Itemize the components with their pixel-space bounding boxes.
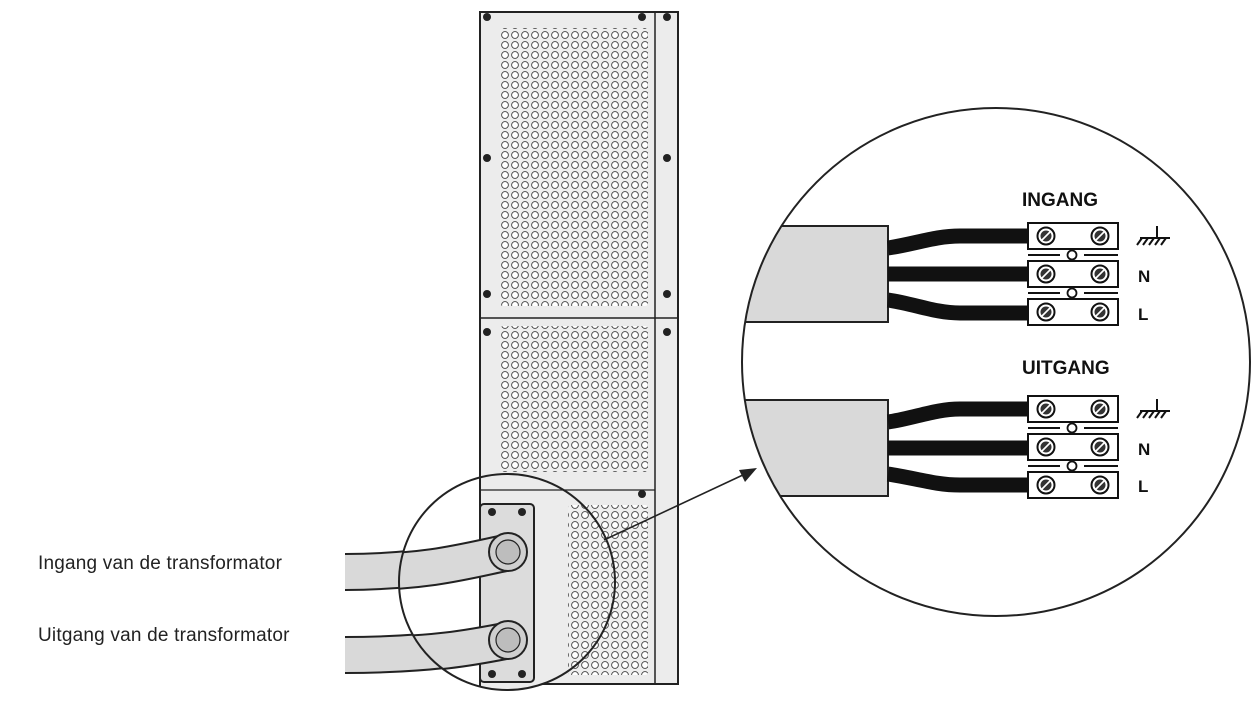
panel-screw-icon	[638, 13, 646, 21]
terminal-screw-icon	[1090, 437, 1110, 457]
terminal-screw-icon	[1036, 399, 1056, 419]
output-wires	[886, 401, 1030, 493]
terminal-screw-icon	[1090, 264, 1110, 284]
terminal-screw-icon	[1036, 226, 1056, 246]
panel-screw-icon	[663, 154, 671, 162]
input-wires	[886, 228, 1030, 321]
vent-grille-middle	[500, 326, 648, 472]
output-cable-label: Uitgang van de transformator	[38, 625, 290, 646]
panel-screw-icon	[483, 13, 491, 21]
panel-screw-icon	[483, 290, 491, 298]
vent-grille-top	[500, 28, 648, 306]
panel-screw-icon	[638, 490, 646, 498]
output-terminal-label-l: L	[1138, 477, 1148, 496]
panel-screw-icon	[483, 154, 491, 162]
terminal-detail-circle: INGANG UITGANG N L N L	[741, 107, 1251, 617]
output-terminal-label-n: N	[1138, 440, 1150, 459]
input-cable-label: Ingang van de transformator	[38, 553, 283, 574]
input-header: INGANG	[1022, 190, 1098, 211]
panel-screw-icon	[663, 290, 671, 298]
terminal-screw-icon	[1036, 264, 1056, 284]
ground-icon	[1136, 399, 1170, 419]
panel-screw-icon	[483, 328, 491, 336]
input-terminal-label-l: L	[1138, 305, 1148, 324]
input-terminal-label-n: N	[1138, 267, 1150, 286]
input-cable-sheath	[742, 225, 889, 323]
ground-icon	[1136, 226, 1170, 246]
panel-screw-icon	[663, 13, 671, 21]
terminal-screw-icon	[1036, 302, 1056, 322]
terminal-screw-icon	[1036, 437, 1056, 457]
magnifier-small	[398, 473, 616, 691]
panel-screw-icon	[663, 328, 671, 336]
terminal-screw-icon	[1090, 399, 1110, 419]
output-header: UITGANG	[1022, 358, 1110, 379]
detail-arrow	[603, 468, 757, 541]
terminal-screw-icon	[1090, 226, 1110, 246]
terminal-screw-icon	[1036, 475, 1056, 495]
terminal-screw-icon	[1090, 302, 1110, 322]
terminal-screw-icon	[1090, 475, 1110, 495]
